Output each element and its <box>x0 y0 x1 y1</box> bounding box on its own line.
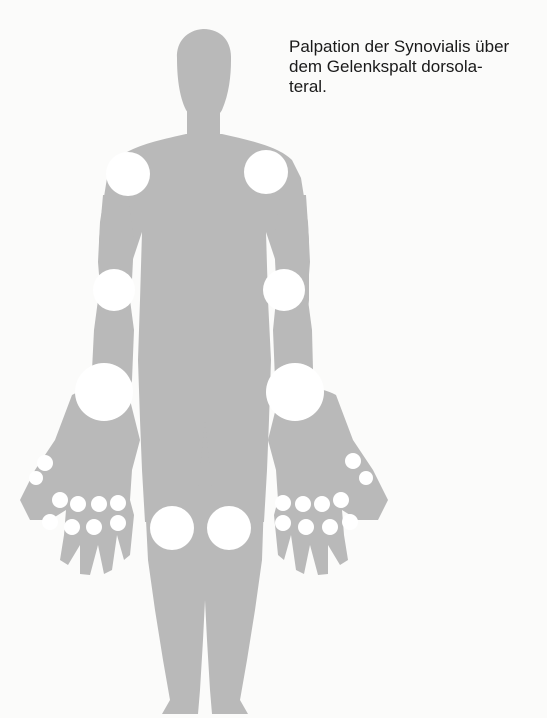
joint-marker-left-finger-mcp-2 <box>333 492 349 508</box>
joint-marker-right-finger-pip-1 <box>29 471 43 485</box>
joint-marker-right-knee <box>150 506 194 550</box>
joint-marker-right-finger-mcp-5 <box>110 495 126 511</box>
joint-marker-left-finger-pip-5 <box>275 515 291 531</box>
joint-marker-left-finger-mcp-3 <box>314 496 330 512</box>
joint-marker-right-finger-pip-5 <box>110 515 126 531</box>
joint-marker-left-elbow <box>263 269 305 311</box>
joint-marker-right-finger-mcp-1 <box>37 455 53 471</box>
joint-marker-right-shoulder <box>106 152 150 196</box>
joint-marker-left-knee <box>207 506 251 550</box>
joint-marker-right-wrist <box>75 363 133 421</box>
joint-marker-left-finger-mcp-5 <box>275 495 291 511</box>
joint-marker-left-finger-mcp-1 <box>345 453 361 469</box>
joint-marker-left-shoulder <box>244 150 288 194</box>
joint-marker-right-elbow <box>93 269 135 311</box>
joint-marker-left-finger-pip-3 <box>322 519 338 535</box>
joint-marker-right-finger-pip-3 <box>64 519 80 535</box>
joint-marker-right-finger-mcp-3 <box>70 496 86 512</box>
joint-marker-right-finger-pip-2 <box>42 514 58 530</box>
joint-marker-left-finger-pip-1 <box>359 471 373 485</box>
joint-marker-left-finger-mcp-4 <box>295 496 311 512</box>
joint-marker-right-finger-mcp-4 <box>91 496 107 512</box>
body-silhouette <box>20 29 388 714</box>
joint-marker-left-finger-pip-4 <box>298 519 314 535</box>
joint-marker-left-finger-pip-2 <box>342 514 358 530</box>
joint-marker-right-finger-mcp-2 <box>52 492 68 508</box>
joint-marker-left-wrist <box>266 363 324 421</box>
joint-marker-right-finger-pip-4 <box>86 519 102 535</box>
